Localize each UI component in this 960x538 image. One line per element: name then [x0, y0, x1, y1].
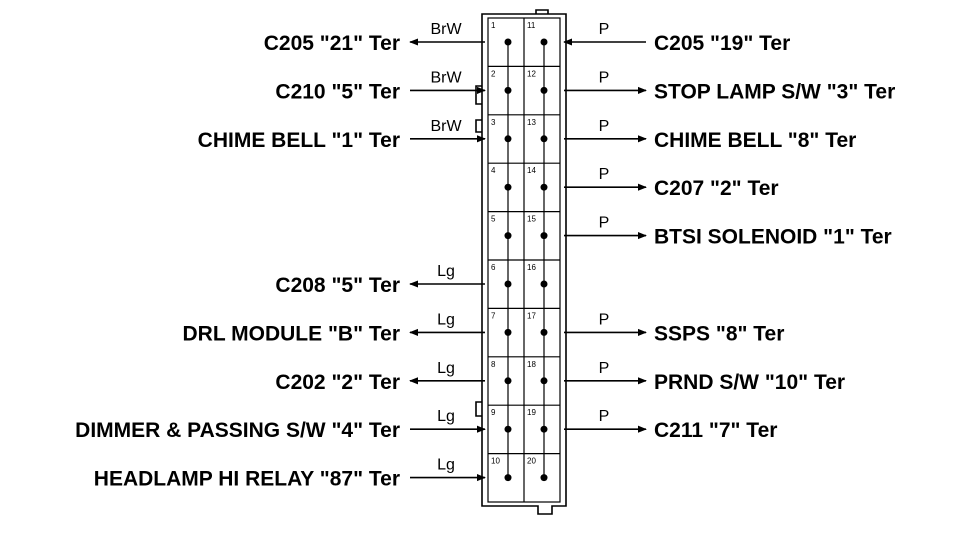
pin-contact — [504, 474, 512, 482]
terminal-label: SSPS "8" Ter — [654, 322, 784, 345]
wire-color: Lg — [437, 360, 455, 377]
left-connection: BrW CHIME BELL "1" Ter — [198, 118, 486, 152]
pin-number: 10 — [491, 457, 500, 466]
wire-color: P — [599, 118, 610, 135]
pin-number: 16 — [527, 263, 536, 272]
pin-number: 2 — [491, 69, 496, 78]
pin-number: 13 — [527, 118, 536, 127]
wire-color: P — [599, 408, 610, 425]
pin-number: 3 — [491, 118, 496, 127]
terminal-label: C208 "5" Ter — [275, 274, 400, 297]
pin-number: 19 — [527, 408, 536, 417]
terminal-label: CHIME BELL "8" Ter — [654, 129, 856, 152]
pin-number: 6 — [491, 263, 496, 272]
pin-number: 18 — [527, 360, 536, 369]
terminal-label: STOP LAMP S/W "3" Ter — [654, 80, 895, 103]
left-connection: BrW C210 "5" Ter — [275, 69, 486, 103]
right-connection: P CHIME BELL "8" Ter — [564, 118, 856, 152]
pin-number: 14 — [527, 166, 536, 175]
pin-number: 20 — [527, 457, 536, 466]
terminal-label: DIMMER & PASSING S/W "4" Ter — [75, 419, 400, 442]
wire-color: Lg — [437, 311, 455, 328]
wire-color: Lg — [437, 457, 455, 474]
right-connection: P C207 "2" Ter — [564, 166, 779, 200]
terminal-label: C207 "2" Ter — [654, 177, 779, 200]
terminal-label: CHIME BELL "1" Ter — [198, 129, 400, 152]
pin-number: 12 — [527, 69, 536, 78]
left-connection: BrW C205 "21" Ter — [264, 21, 485, 55]
right-connection: P PRND S/W "10" Ter — [564, 360, 845, 394]
wire-color: Lg — [437, 408, 455, 425]
terminal-label: C202 "2" Ter — [275, 371, 400, 394]
pin-number: 9 — [491, 408, 496, 417]
wire-color: P — [599, 311, 610, 328]
wire-color: BrW — [430, 118, 462, 135]
wire-color: BrW — [430, 21, 462, 38]
right-connection: P BTSI SOLENOID "1" Ter — [564, 215, 892, 249]
pin-number: 1 — [491, 21, 496, 30]
pin-number: 4 — [491, 166, 496, 175]
terminal-label: DRL MODULE "B" Ter — [183, 322, 400, 345]
right-connection: P C211 "7" Ter — [564, 408, 777, 442]
right-connection: P STOP LAMP S/W "3" Ter — [564, 69, 895, 103]
pin-number: 7 — [491, 311, 496, 320]
pin-number: 11 — [527, 21, 536, 30]
pin-number: 15 — [527, 215, 536, 224]
wire-color: P — [599, 21, 610, 38]
terminal-label: C205 "21" Ter — [264, 32, 400, 55]
wire-color: BrW — [430, 69, 462, 86]
right-connection: P C205 "19" Ter — [563, 21, 790, 55]
pin-number: 17 — [527, 311, 536, 320]
pin-number: 5 — [491, 215, 496, 224]
terminal-label: C211 "7" Ter — [654, 419, 777, 442]
pin-contact — [540, 474, 548, 482]
terminal-label: C210 "5" Ter — [275, 80, 400, 103]
terminal-label: HEADLAMP HI RELAY "87" Ter — [94, 468, 400, 491]
pin-number: 8 — [491, 360, 496, 369]
wire-color: Lg — [437, 263, 455, 280]
terminal-label: BTSI SOLENOID "1" Ter — [654, 226, 892, 249]
wire-color: P — [599, 360, 610, 377]
terminal-label: C205 "19" Ter — [654, 32, 790, 55]
right-connection: P SSPS "8" Ter — [564, 311, 784, 345]
wire-color: P — [599, 69, 610, 86]
wire-color: P — [599, 166, 610, 183]
wire-color: P — [599, 215, 610, 232]
terminal-label: PRND S/W "10" Ter — [654, 371, 845, 394]
